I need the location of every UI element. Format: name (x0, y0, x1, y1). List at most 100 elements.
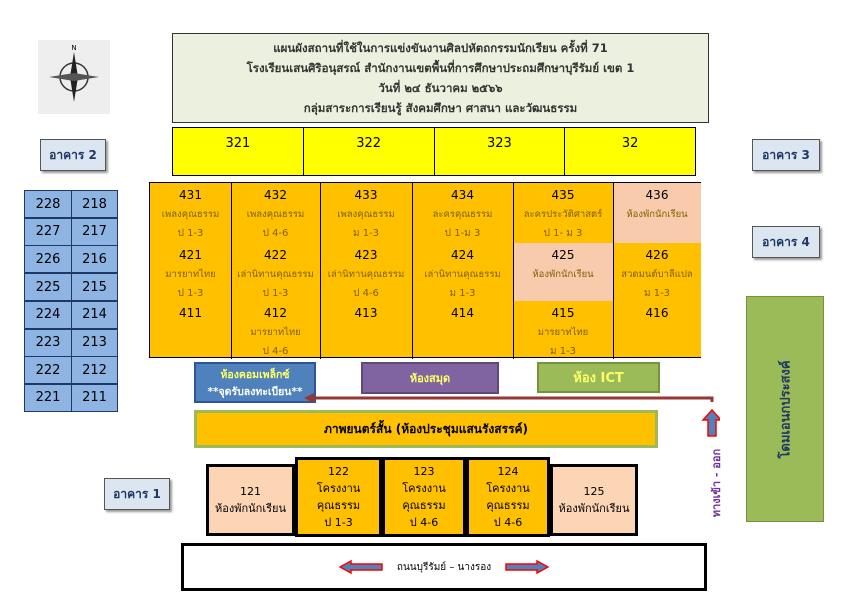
room-number: 425 (551, 248, 575, 262)
room-text: โครงงาน (316, 482, 361, 495)
room: 322 (304, 128, 435, 175)
divider (231, 183, 232, 359)
compass: N (38, 40, 110, 114)
room: 213 (71, 328, 118, 357)
room-number: 435 (551, 188, 575, 202)
room-activity: เล่านิทานคุณธรรม (424, 269, 501, 280)
room-416: 416 (613, 301, 701, 357)
room-number: 423 (354, 248, 378, 262)
room-activity: มารยาทไทย (165, 269, 216, 280)
left-arrow-icon (338, 560, 383, 574)
room-grade: ป 4-6 (353, 288, 379, 299)
up-arrow-icon (701, 408, 720, 437)
room-grade: ป 1-3 (262, 288, 289, 299)
title-line: กลุ่มสาระการเรียนรู้ สังคมศึกษา ศาสนา แล… (303, 101, 578, 115)
room-activity: เพลงคุณธรรม (161, 209, 220, 220)
room: 222 (24, 356, 72, 385)
room-412: 412 มารยาทไทยป 4-6 (231, 301, 320, 357)
room: 216 (71, 245, 118, 274)
room: 212 (71, 356, 118, 385)
room-text: ห้องพักนักเรียน (215, 502, 286, 515)
room-activity: ละครคุณธรรม (432, 209, 493, 220)
room-activity: มารยาทไทย (250, 327, 301, 338)
building-1-rooms: 121 ห้องพักนักเรียน 122 โครงงานคุณธรรมป 1-3… (206, 457, 638, 537)
room-number: 421 (179, 248, 202, 262)
room-text: 123 (413, 465, 435, 478)
room-415: 415 มารยาทไทยม 1-3 (513, 301, 613, 357)
map-title: แผนผังสถานที่ใช้ในการแข่งขันงานศิลปหัตถก… (172, 33, 709, 123)
hall-label: ภาพยนตร์สั้น (ห้องประชุมแสนรังสรรค์) (323, 421, 529, 436)
room-432: 432 เพลงคุณธรรมป 4-6 (231, 183, 320, 243)
room-grade: ป 1- ม 3 (543, 228, 583, 239)
right-arrow-icon (505, 560, 550, 574)
room-413: 413 (320, 301, 412, 357)
room: 218 (71, 190, 118, 218)
room: 321 (173, 128, 304, 175)
divider (412, 183, 413, 359)
room-text: ป 4-6 (493, 516, 523, 529)
room-number: 424 (451, 248, 474, 262)
room-activity: ห้องพักนักเรียน (626, 209, 688, 220)
room-number: 412 (264, 306, 287, 320)
divider (613, 183, 614, 359)
library: ห้องสมุด (361, 362, 499, 394)
room-grade: ม 1-3 (352, 228, 380, 239)
room-grade: ป 1-3 (177, 288, 204, 299)
room-text: 124 (497, 465, 519, 478)
room: 221 (24, 383, 72, 412)
room-number: 415 (551, 306, 575, 320)
ict-label: ห้อง ICT (573, 371, 624, 386)
room: 217 (71, 217, 118, 246)
room-text: โครงงาน (486, 482, 530, 495)
library-label: ห้องสมุด (409, 372, 451, 385)
room-421: 421 มารยาทไทยป 1-3 (150, 243, 231, 301)
room-text: 121 (240, 485, 261, 498)
computer-room-name: ห้องคอมเพล็กซ์ (220, 368, 290, 381)
entrance-label: ทางเข้า - ออก (710, 448, 723, 518)
room-number: 434 (451, 188, 474, 202)
room-number: 416 (645, 306, 669, 320)
room: 32 (621, 136, 639, 151)
room-text: คุณธรรม (402, 499, 446, 512)
room-text: ป 1-3 (324, 516, 353, 529)
room-436: 436 ห้องพักนักเรียน (613, 183, 701, 243)
title-line: โรงเรียนเสนศิริอนุสรณ์ สำนักงานเขตพื้นที… (246, 61, 635, 75)
room-number: 436 (645, 188, 669, 202)
room-number: 432 (264, 188, 287, 202)
room-grade: ป 4-6 (262, 346, 289, 357)
room-activity: เพลงคุณธรรม (246, 209, 305, 220)
computer-room: ห้องคอมเพล็กซ์ **จุดรับลงทะเบียน** (194, 362, 316, 403)
room: 224 (24, 300, 72, 329)
room-text: 122 (328, 465, 349, 478)
room-grade: ม 1-3 (643, 288, 671, 299)
divider (513, 183, 514, 359)
room-text: ป 4-6 (409, 516, 439, 529)
room-activity: มารยาทไทย (537, 327, 589, 338)
room-text: ห้องพักนักเรียน (558, 502, 630, 515)
room-121: 121 ห้องพักนักเรียน (206, 464, 295, 536)
room: 227 (24, 217, 72, 246)
room-grade: ป 1-3 (177, 228, 204, 239)
room: 211 (71, 383, 118, 412)
building-1-label: อาคาร 1 (104, 478, 170, 510)
room-411: 411 (150, 301, 231, 357)
hall: ภาพยนตร์สั้น (ห้องประชุมแสนรังสรรค์) (194, 410, 658, 448)
room-414: 414 (412, 301, 513, 357)
building-2-label: อาคาร 2 (40, 139, 106, 171)
room-grade: ป 4-6 (262, 228, 289, 239)
room-number: 411 (179, 306, 202, 320)
room-grade: ม 1-3 (549, 346, 577, 357)
room-text: คุณธรรม (316, 499, 361, 512)
dome: โดมเอนกประสงค์ (746, 296, 824, 522)
road-label: ถนนบุรีรัมย์ – นางรอง (396, 561, 492, 573)
ict-room: ห้อง ICT (537, 362, 660, 393)
